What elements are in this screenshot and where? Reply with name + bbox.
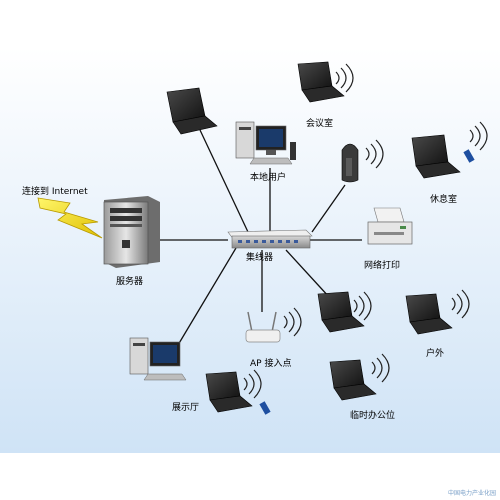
hub-icon xyxy=(227,229,313,249)
wifi-signal-icon xyxy=(283,307,302,337)
laptop-icon xyxy=(329,359,377,401)
laptop-icon xyxy=(317,291,365,333)
server-tower-icon xyxy=(103,196,160,268)
diagram-background xyxy=(0,48,500,453)
link-ap-tower xyxy=(311,184,346,233)
meeting-room-label: 会议室 xyxy=(306,119,334,129)
laptop-icon xyxy=(166,87,218,135)
server-label: 服务器 xyxy=(116,277,144,287)
network-printer-label: 网络打印 xyxy=(364,261,401,271)
watermark-text: 中国电力产业化园 xyxy=(447,490,496,497)
access-point-icon xyxy=(245,311,281,343)
wifi-signal-icon xyxy=(451,289,470,319)
laptop-icon xyxy=(411,134,461,179)
connection-lines xyxy=(160,129,362,346)
lounge-label: 休息室 xyxy=(430,195,458,205)
temp-office-label: 临时办公位 xyxy=(350,411,396,421)
access-point-tower-icon xyxy=(341,143,359,183)
link-showroom xyxy=(177,247,237,346)
wifi-signal-icon xyxy=(243,369,262,399)
desktop-computer-icon xyxy=(129,337,187,381)
mobile-device-icon xyxy=(259,401,271,415)
wifi-signal-icon xyxy=(371,353,390,383)
wifi-signal-icon xyxy=(353,291,372,321)
link-laptop-mid xyxy=(285,249,331,299)
ap-label: AP 接入点 xyxy=(250,359,292,369)
wifi-signal-icon xyxy=(469,121,488,151)
link-laptop-top xyxy=(199,129,249,233)
lightning-bolt-icon xyxy=(37,197,103,239)
showroom-label: 展示厅 xyxy=(172,403,200,413)
wifi-signal-icon xyxy=(365,139,384,169)
laptop-icon xyxy=(205,371,253,413)
hub-label: 集线器 xyxy=(246,253,274,263)
local-user-label: 本地用户 xyxy=(250,173,287,183)
laptop-icon xyxy=(297,61,345,103)
mobile-device-icon xyxy=(463,149,475,163)
laptop-icon xyxy=(405,293,453,335)
outdoor-label: 户外 xyxy=(426,349,445,359)
wifi-signal-icon xyxy=(335,63,354,93)
desktop-computer-icon xyxy=(235,121,296,165)
internet-label: 连接到 Internet xyxy=(22,187,88,197)
printer-icon xyxy=(367,207,413,245)
